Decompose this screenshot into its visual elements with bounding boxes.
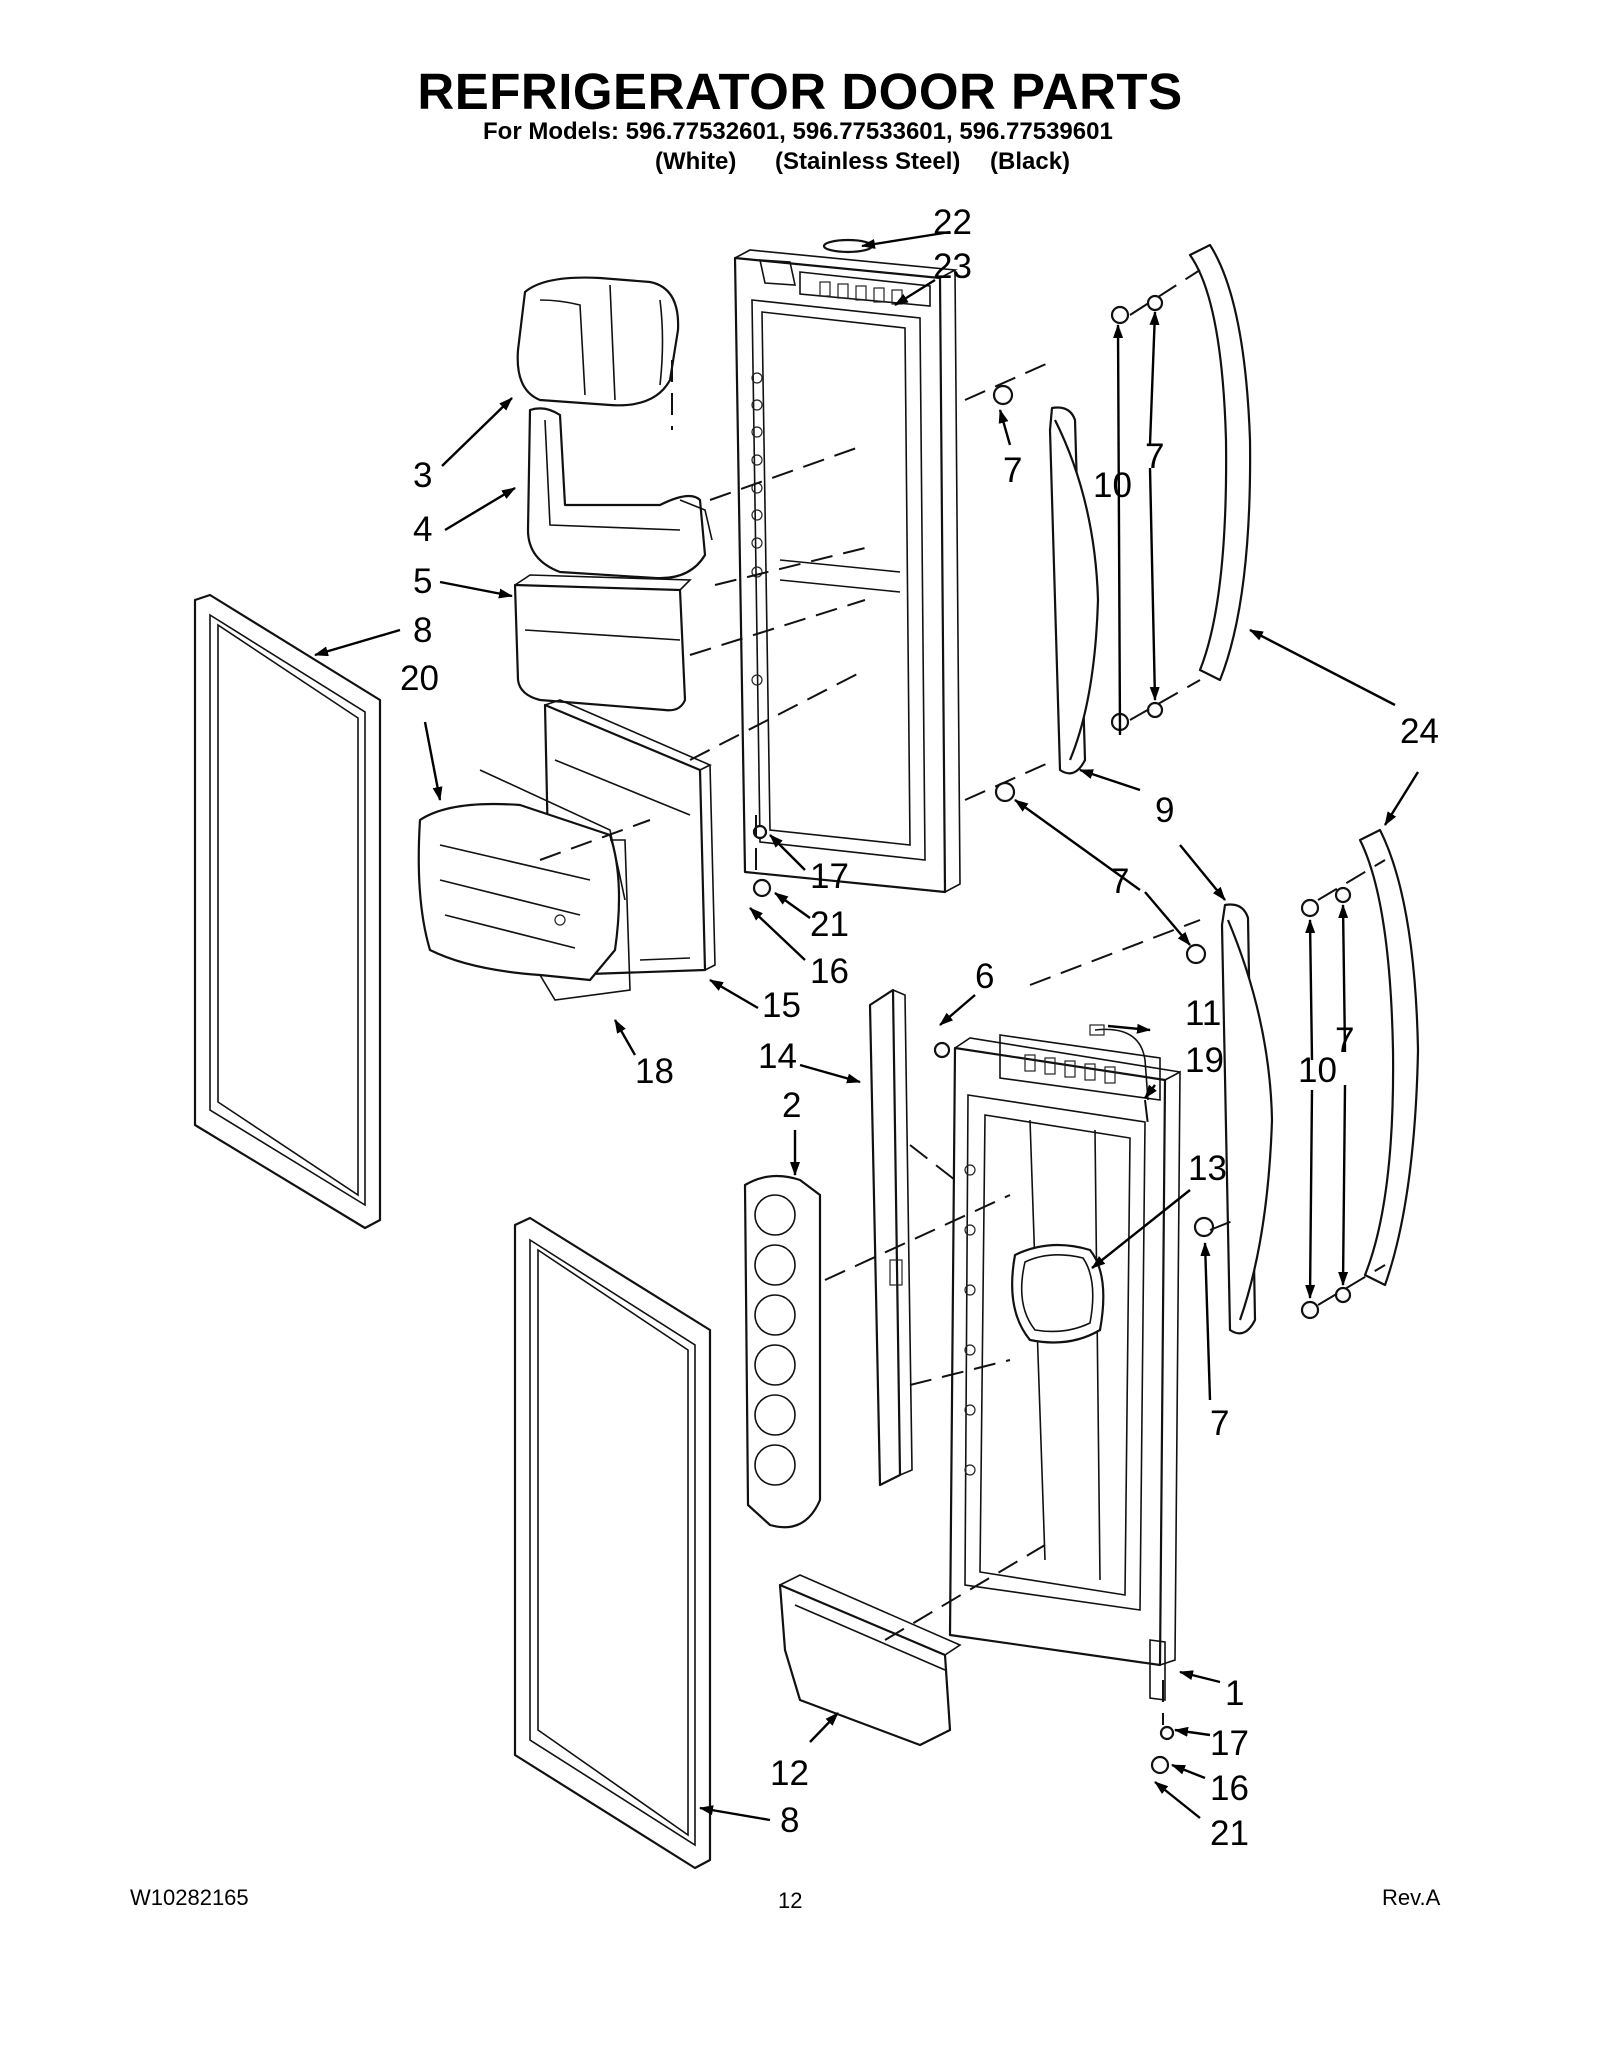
finish-stainless-steel: (Stainless Steel) [775, 148, 961, 175]
callout-23: 23 [933, 247, 972, 286]
gasket-part-13 [1011, 1243, 1105, 1344]
callout-13: 13 [1188, 1149, 1227, 1188]
dispenser-cover-part-18 [417, 769, 631, 1001]
footer-revision: Rev.A [1382, 1885, 1441, 1910]
finish-black: (Black) [990, 148, 1071, 175]
page-title: REFRIGERATOR DOOR PARTS [417, 63, 1183, 120]
callout-4: 4 [413, 510, 432, 549]
callout-9: 9 [1155, 791, 1174, 830]
callout-21-upper: 21 [810, 905, 849, 944]
hardware-screws [752, 294, 1352, 1775]
gasket-upper [193, 593, 382, 1230]
callout-7-a: 7 [1003, 451, 1022, 490]
models-line: For Models: 596.77532601, 596.77533601, … [483, 118, 1113, 145]
callout-7-d: 7 [1335, 1021, 1354, 1060]
callout-24: 24 [1400, 712, 1439, 751]
callout-15: 15 [762, 986, 801, 1025]
ice-guide-part-2 [743, 1174, 822, 1529]
callout-5: 5 [413, 562, 432, 601]
gasket-lower [513, 1216, 712, 1870]
callout-19: 19 [1185, 1041, 1224, 1080]
callout-2: 2 [782, 1086, 801, 1125]
callout-labels: 22 23 3 4 5 8 20 7 10 7 24 9 7 17 21 16 … [400, 203, 1439, 1853]
callout-10-lower: 10 [1298, 1051, 1337, 1090]
callout-1: 1 [1225, 1674, 1244, 1713]
callout-10-upper: 10 [1093, 466, 1132, 505]
callout-8-lower: 8 [780, 1801, 799, 1840]
assembly-lines [539, 269, 1386, 1725]
callout-11: 11 [1185, 994, 1221, 1033]
bin-part-5 [513, 574, 692, 712]
callout-12: 12 [770, 1754, 809, 1793]
handle-lower [1220, 828, 1420, 1335]
door-bin-part-12 [778, 1574, 962, 1747]
callout-21-lower: 21 [1210, 1814, 1249, 1853]
callout-18: 18 [635, 1052, 674, 1091]
lower-door-liner [948, 1034, 1181, 1701]
callout-14: 14 [758, 1037, 797, 1076]
callout-22: 22 [933, 203, 972, 242]
callout-17-lower: 17 [1210, 1724, 1249, 1763]
callout-6: 6 [975, 957, 994, 996]
callout-leaders [314, 230, 1420, 1822]
handle-upper [1048, 243, 1252, 775]
footer-doc-number: W10282165 [130, 1885, 249, 1910]
ice-bin-cover [516, 276, 680, 407]
trim-strip-part-14 [868, 988, 913, 1487]
water-tube-part-11 [1089, 1024, 1149, 1101]
upper-door-liner [733, 238, 961, 894]
callout-16-upper: 16 [810, 952, 849, 991]
callout-7-b: 7 [1145, 437, 1164, 476]
callout-3: 3 [413, 456, 432, 495]
finish-white: (White) [655, 148, 737, 175]
footer-page-number: 12 [778, 1888, 803, 1913]
callout-8-upper: 8 [413, 611, 432, 650]
callout-20: 20 [400, 659, 439, 698]
callout-16-lower: 16 [1210, 1769, 1249, 1808]
callout-17-upper: 17 [810, 857, 849, 896]
shelf-part-4 [526, 407, 713, 580]
callout-7-e: 7 [1210, 1404, 1229, 1443]
callout-7-c: 7 [1110, 862, 1129, 901]
